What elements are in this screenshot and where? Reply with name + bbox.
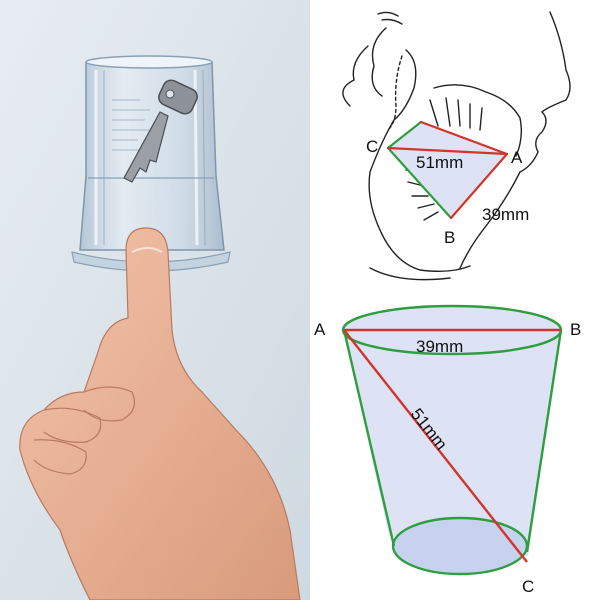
opening-edges <box>386 120 509 220</box>
edge-upper-right <box>419 120 509 156</box>
key-icon <box>123 79 198 183</box>
face-outline <box>342 11 571 281</box>
cup-diagonal-line <box>343 329 528 563</box>
cup-point-b: B <box>570 320 581 339</box>
cup-rim-label: 39mm <box>416 337 463 356</box>
cup-body-fill <box>344 330 561 556</box>
edge-lower-left <box>386 146 453 220</box>
cup-photo <box>0 0 310 600</box>
cup-geometry-diagram: A B C 39mm 51mm <box>310 290 597 600</box>
mouth-point-b: B <box>444 228 455 247</box>
edge-upper-left <box>386 120 423 150</box>
cup-point-a: A <box>314 320 326 339</box>
cup-right-side <box>525 329 563 553</box>
opening-fill <box>388 122 507 218</box>
mouth-profile-drawing: C A B 51mm 39mm <box>342 11 571 281</box>
mouth-diagonal-label: 51mm <box>416 153 463 172</box>
cup-base <box>391 516 529 576</box>
mouth-point-a: A <box>511 148 523 167</box>
cup-photo-illustration <box>0 0 310 600</box>
diagonal-c-a <box>386 146 509 156</box>
edge-lower-right <box>449 152 509 220</box>
mouth-opening-diagram: C A B 51mm 39mm <box>310 0 597 290</box>
cup-left-side <box>342 329 396 547</box>
cup-point-c: C <box>522 577 534 596</box>
cup-geometry-drawing: A B C 39mm 51mm <box>314 304 581 596</box>
mouth-side-label: 39mm <box>482 205 529 224</box>
mouth-point-c: C <box>366 137 378 156</box>
hand <box>19 227 301 600</box>
